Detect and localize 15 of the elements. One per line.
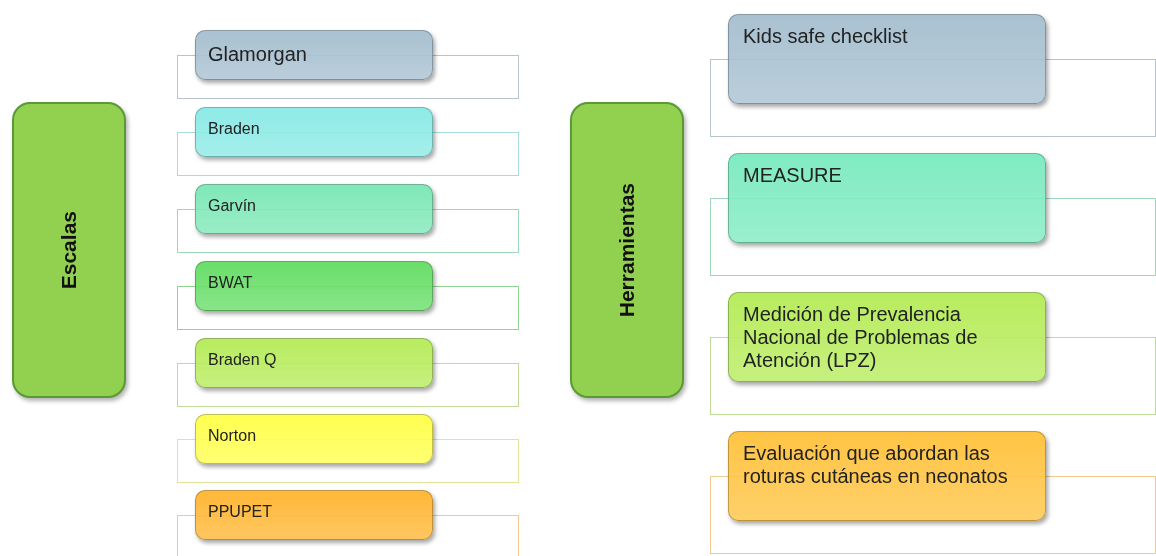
list-item-box: Kids safe checklist — [728, 14, 1046, 104]
list-item-box: Glamorgan — [195, 30, 433, 80]
list-item-box: Evaluación que abordan las roturas cutáneas en neonatos — [728, 431, 1046, 521]
category-title: Escalas — [57, 210, 81, 290]
list-item-box: Norton — [195, 414, 433, 464]
list-item-box: Braden Q — [195, 338, 433, 388]
list-item-box: Medición de Prevalencia Nacional de Problemas de Atención (LPZ) — [728, 292, 1046, 382]
list-item-box: Garvín — [195, 184, 433, 234]
list-item-box: Braden — [195, 107, 433, 157]
category-box — [570, 102, 684, 398]
category-title: Herramientas — [615, 182, 639, 318]
list-item-box: BWAT — [195, 261, 433, 311]
list-item-box: PPUPET — [195, 490, 433, 540]
category-box — [12, 102, 126, 398]
list-item-box: MEASURE — [728, 153, 1046, 243]
